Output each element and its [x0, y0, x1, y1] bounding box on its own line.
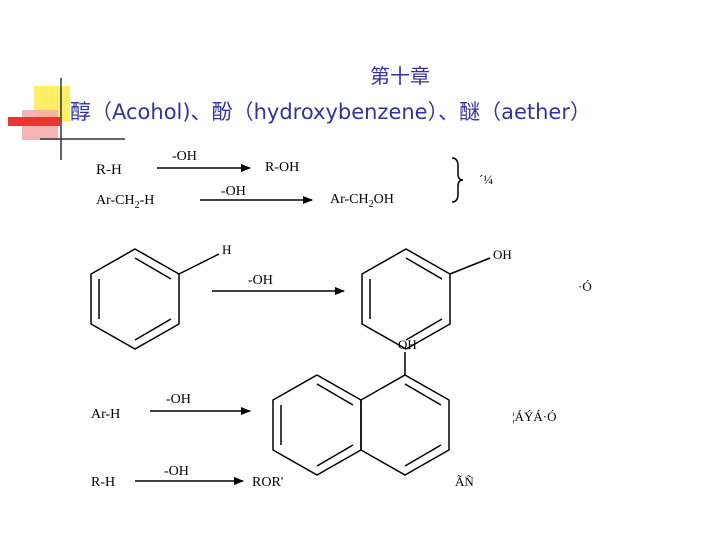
r3-oh-label: OH [493, 247, 512, 262]
r4-oh-label: OH [398, 337, 417, 352]
naphthol-structure [272, 352, 450, 476]
r5-reactant: R-H [91, 475, 115, 490]
r5-product: ROR' [252, 475, 283, 490]
r4-reagent: -OH [166, 392, 191, 407]
reaction-5: R-H -OH ROR' ÃÑ [91, 464, 474, 490]
r3-reagent: -OH [248, 273, 273, 288]
corner-decoration [8, 78, 125, 160]
r4-reactant: Ar-H [91, 407, 120, 422]
r2-reagent: -OH [221, 184, 246, 199]
r2-reactant: Ar-CH2-H [96, 193, 154, 211]
r1-product: R-OH [265, 160, 299, 175]
r3-h-label: H [222, 242, 231, 257]
group12-label: ´¼ [479, 172, 493, 187]
r2-reactant-sub: 2 [135, 200, 140, 211]
r2-product-post: OH [374, 192, 394, 207]
r3-class-label: ·Ó [578, 279, 592, 294]
group-brace [451, 157, 464, 203]
r1-reactant: R-H [96, 162, 122, 178]
reaction-4: Ar-H -OH OH ¦ÁÝÁ·Ó [91, 337, 556, 476]
reaction-2: Ar-CH2-H -OH Ar-CH2OH [96, 184, 394, 211]
r2-product: Ar-CH2OH [330, 192, 394, 210]
r2-reactant-pre: Ar-CH [96, 193, 135, 208]
benzene-structure [90, 248, 220, 350]
chapter-title: 第十章 [370, 64, 430, 88]
r1-reagent: -OH [172, 149, 197, 164]
phenol-structure [361, 248, 491, 350]
deco-red-bar [8, 117, 60, 126]
r4-class-label: ¦ÁÝÁ·Ó [512, 409, 556, 424]
r5-class-label: ÃÑ [455, 474, 474, 489]
r5-reagent: -OH [164, 464, 189, 479]
slide-title: 醇（Acohol)、酚（hydroxybenzene）、醚（aether） [70, 100, 591, 124]
reaction-1: R-H -OH R-OH [96, 149, 299, 178]
r2-product-pre: Ar-CH [330, 192, 369, 207]
r2-reactant-post: -H [140, 193, 155, 208]
r2-product-sub: 2 [369, 199, 374, 210]
reaction-3: H -OH OH ·Ó [90, 242, 592, 350]
